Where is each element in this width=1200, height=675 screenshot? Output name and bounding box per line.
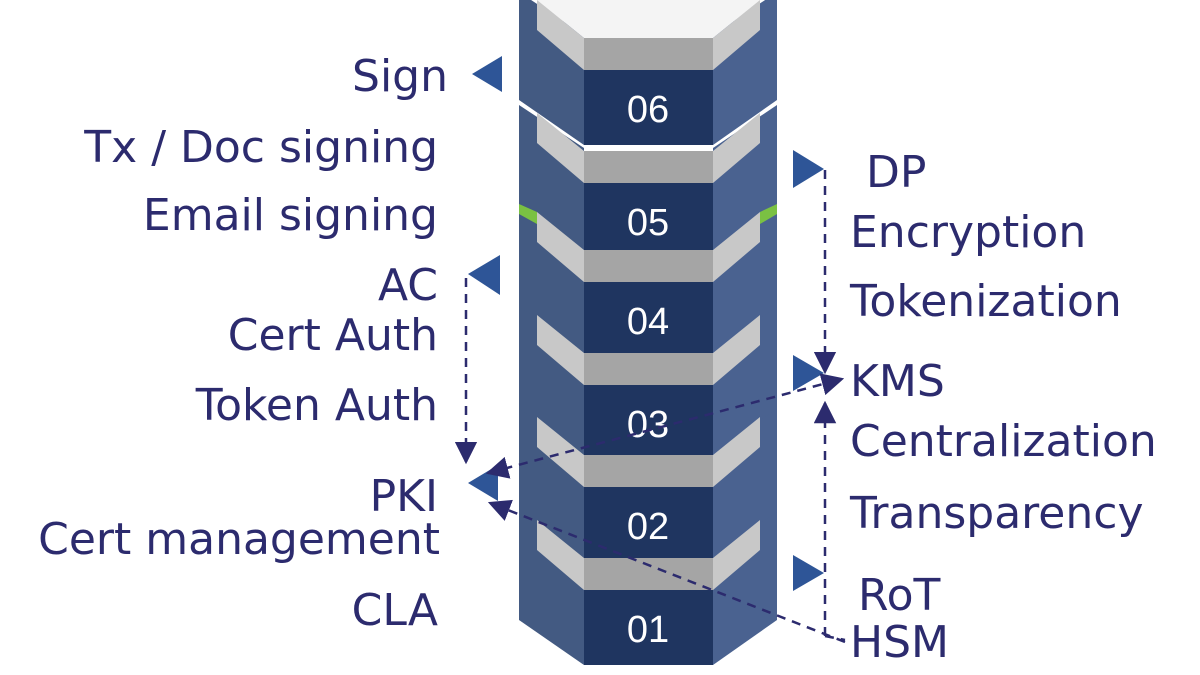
marker-dp-icon [793,150,824,188]
layer-number: 01 [627,609,669,651]
accent-left [519,204,537,224]
layer-front-face [584,183,713,258]
label-kms: KMS [850,356,945,407]
layer-front-face [584,590,713,665]
layer-front-face [584,282,713,357]
label-cert-management: Cert management [38,514,440,565]
label-email-signing: Email signing [143,190,438,241]
label-transparency: Transparency [849,488,1143,539]
accent-right [760,204,777,224]
label-sign: Sign [352,51,448,102]
layer-01: 01 [519,512,777,665]
label-dp: DP [866,147,926,198]
layer-band-center [584,250,713,282]
layer-number: 02 [627,506,669,548]
label-encryption: Encryption [850,207,1086,258]
layer-06: 06 [519,0,777,145]
label-cla: CLA [352,585,438,636]
label-pki: PKI [370,471,438,522]
marker-sign-icon [472,56,502,92]
label-centralization: Centralization [850,416,1157,467]
label-tokenization: Tokenization [849,276,1122,327]
layer-number: 05 [627,202,669,244]
layer-number: 04 [627,301,669,343]
layer-stack: 06 05 04 03 02 01 [519,0,777,665]
layer-band-center [584,455,713,487]
layer-05: 05 [519,105,777,258]
label-ac: AC [378,260,438,311]
pki-kms-connector [485,373,845,479]
label-tx-doc-signing: Tx / Doc signing [83,122,438,173]
layer-band-center [584,151,713,183]
layer-band-center [584,38,713,70]
label-hsm: HSM [850,617,949,668]
label-rot: RoT [858,570,941,621]
label-token-auth: Token Auth [195,380,438,431]
layer-band-center [584,353,713,385]
marker-rot-icon [793,555,824,591]
layer-top-face [537,0,760,38]
layer-number: 06 [627,89,669,131]
layer-band-center [584,558,713,590]
layer-number: 03 [627,404,669,446]
marker-ac-icon [468,255,500,295]
label-cert-auth: Cert Auth [228,310,438,361]
layer-front-face [584,70,713,145]
